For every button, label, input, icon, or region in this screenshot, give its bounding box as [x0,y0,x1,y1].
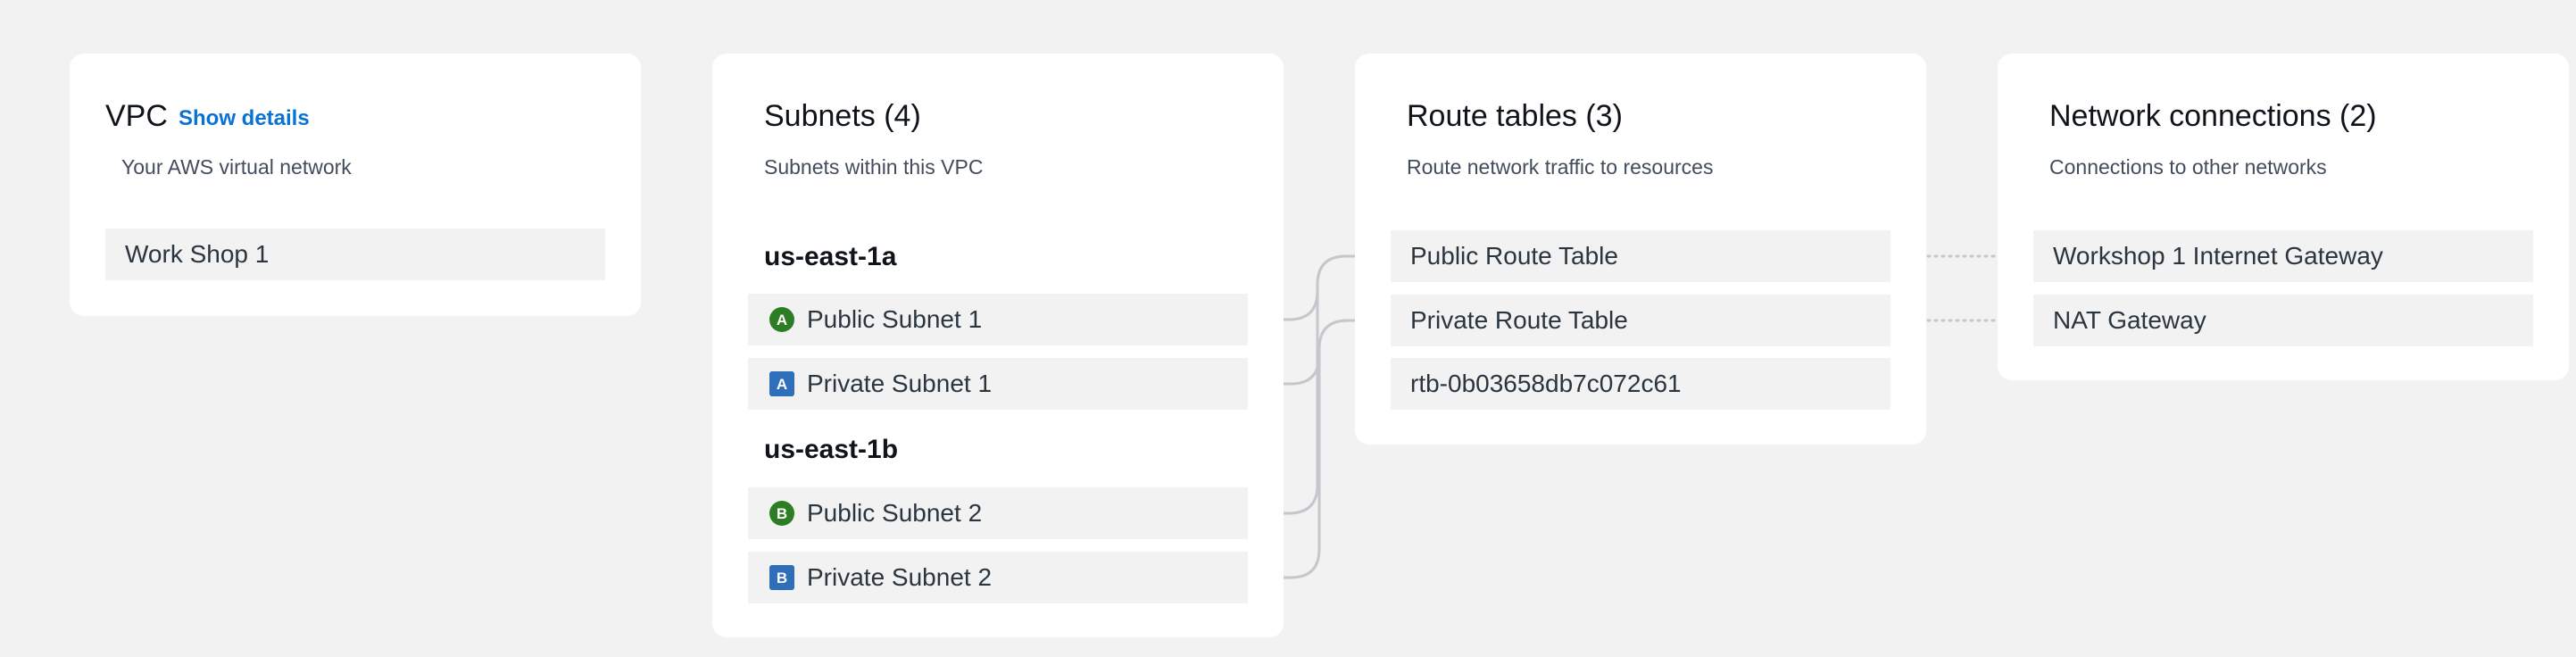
subnet-item-private-subnet-2[interactable]: B Private Subnet 2 [748,552,1248,603]
network-connections-card: Network connections (2) Connections to o… [1998,54,2569,380]
route-table-item-private[interactable]: Private Route Table [1391,295,1890,346]
route-tables-subtitle: Route network traffic to resources [1407,155,1714,179]
availability-zone-b-badge-icon: B [769,501,794,526]
subnets-card: Subnets (4) Subnets within this VPC us-e… [712,54,1284,637]
vpc-item-work-shop-1[interactable]: Work Shop 1 [105,229,605,280]
route-table-item-label: Public Route Table [1410,242,1618,270]
route-tables-card: Route tables (3) Route network traffic t… [1355,54,1926,445]
subnets-subtitle: Subnets within this VPC [764,155,984,179]
subnet-item-public-subnet-2[interactable]: B Public Subnet 2 [748,487,1248,539]
subnet-item-public-subnet-1[interactable]: A Public Subnet 1 [748,294,1248,345]
availability-zone-heading-us-east-1b: us-east-1b [764,435,899,464]
availability-zone-heading-us-east-1a: us-east-1a [764,242,897,271]
subnet-item-label: Public Subnet 2 [807,499,983,527]
network-connection-item-internet-gateway[interactable]: Workshop 1 Internet Gateway [2033,230,2533,282]
vpc-card: VPC Show details Your AWS virtual networ… [70,54,641,316]
network-connections-title: Network connections (2) [2049,99,2377,133]
network-connection-item-label: NAT Gateway [2053,306,2206,334]
vpc-subtitle: Your AWS virtual network [121,155,352,179]
subnet-item-label: Public Subnet 1 [807,305,983,333]
route-table-item-label: rtb-0b03658db7c072c61 [1410,370,1682,397]
show-details-link[interactable]: Show details [179,106,310,130]
availability-zone-a-badge-icon: A [769,307,794,332]
network-connection-item-label: Workshop 1 Internet Gateway [2053,242,2383,270]
connector-public-subnet-2-to-public-route-table [1246,283,1319,515]
subnet-item-private-subnet-1[interactable]: A Private Subnet 1 [748,358,1248,410]
availability-zone-b-badge-icon: B [769,565,794,590]
subnet-item-label: Private Subnet 1 [807,370,993,397]
subnet-item-label: Private Subnet 2 [807,563,993,591]
vpc-item-label: Work Shop 1 [125,240,270,268]
connector-private-subnet-2-to-private-route-table [1246,347,1321,579]
subnets-title: Subnets (4) [764,99,921,133]
availability-zone-a-badge-icon: A [769,371,794,396]
route-table-item-public[interactable]: Public Route Table [1391,230,1890,282]
route-table-item-label: Private Route Table [1410,306,1628,334]
route-tables-title: Route tables (3) [1407,99,1623,133]
route-table-item-rtb-0b03658db7c072c61[interactable]: rtb-0b03658db7c072c61 [1391,358,1890,410]
vpc-title: VPC [105,99,168,133]
network-connections-subtitle: Connections to other networks [2049,155,2327,179]
network-connection-item-nat-gateway[interactable]: NAT Gateway [2033,295,2533,346]
